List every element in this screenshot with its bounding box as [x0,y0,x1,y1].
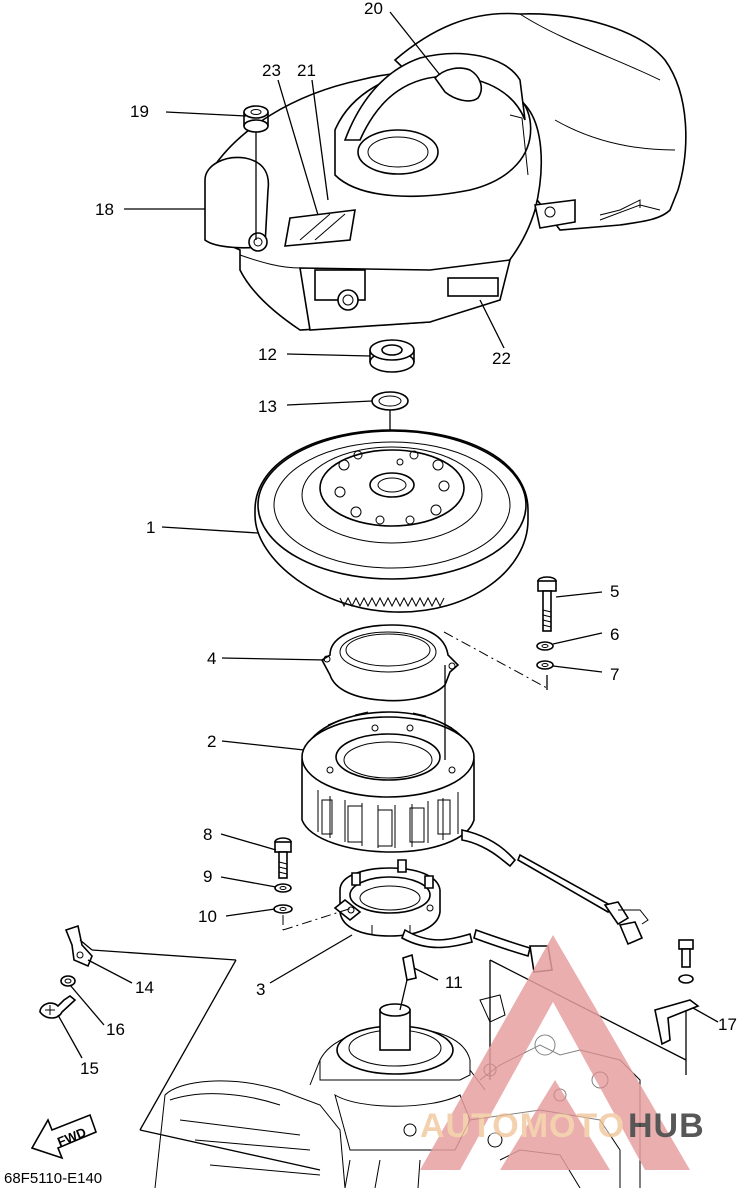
bracket-17 [654,939,700,1046]
callout-1: 1 [146,518,155,537]
stator-2 [301,711,475,853]
washer-7 [536,660,554,670]
callout-15: 15 [80,1059,99,1078]
callout-22: 22 [492,349,511,368]
plate-4 [320,624,460,702]
callout-17: 17 [718,1015,737,1034]
washer-9 [274,883,292,893]
pulser-harness [401,928,553,973]
bolt-5 [537,576,557,632]
watermark-text-automoto: AUTOMOTO [420,1107,625,1145]
stator-harness [461,829,649,946]
grommet-19 [243,105,269,240]
washer-6 [536,641,554,651]
callout-6: 6 [610,625,619,644]
callout-8: 8 [203,825,212,844]
callout-12: 12 [258,345,277,364]
flywheel-cover [204,12,687,331]
drawing-code: 68F5110-E140 [4,1170,102,1187]
callout-20: 20 [364,0,383,18]
callouts: 1 2 3 4 5 6 7 8 9 10 11 12 13 14 15 16 1… [80,0,737,1078]
bolt-8 [274,837,292,879]
callout-3: 3 [256,980,265,999]
callout-16: 16 [106,1020,125,1039]
engine-block [154,994,641,1188]
screw-15 [39,995,77,1019]
watermark-logo: AUTOMOTO HUB [420,935,705,1170]
callout-5: 5 [610,582,619,601]
callout-11: 11 [445,973,463,992]
callout-23: 23 [262,61,281,80]
callout-14: 14 [135,978,154,997]
nut-12 [369,339,415,373]
flywheel-1 [254,429,529,613]
callout-21: 21 [297,61,316,80]
callout-10: 10 [198,907,217,926]
callout-9: 9 [203,867,212,886]
leader-lines [57,11,719,1059]
callout-13: 13 [258,397,277,416]
fwd-arrow-icon: FWD [30,1113,98,1160]
callout-18: 18 [95,200,114,219]
washer-10 [273,904,293,914]
pulser-coil-3 [333,859,441,937]
callout-19: 19 [130,102,149,121]
callout-2: 2 [207,732,216,751]
callout-4: 4 [207,649,216,668]
watermark-text-hub: HUB [628,1107,705,1145]
clip-11 [402,953,417,981]
callout-7: 7 [610,665,619,684]
washer-16 [60,975,76,987]
